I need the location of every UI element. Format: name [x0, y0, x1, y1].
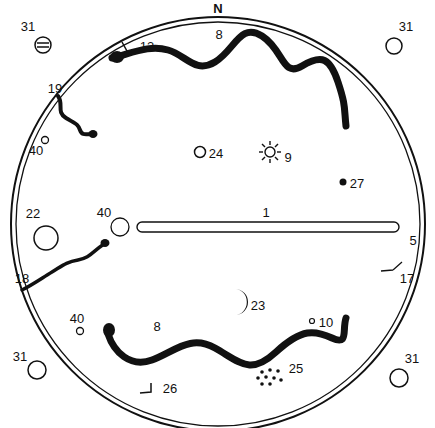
- stone: [35, 37, 51, 53]
- serpent-head: [89, 130, 98, 138]
- stone: [390, 369, 408, 387]
- post-hole: [111, 218, 129, 236]
- serpent: [58, 96, 92, 134]
- inner-ring: [16, 22, 420, 426]
- callout-number: 23: [250, 298, 266, 313]
- cup-mark: [340, 179, 347, 186]
- north-mark: N: [212, 1, 223, 16]
- callout-number: 8: [152, 319, 161, 334]
- callout-number: 27: [349, 176, 365, 191]
- callout-number: 5: [408, 233, 417, 248]
- serpent: [22, 244, 104, 290]
- callout-number: 10: [318, 315, 334, 330]
- outer-ring: [11, 17, 425, 428]
- callout-number: 19: [47, 81, 63, 96]
- callout-number: 40: [96, 205, 112, 220]
- stone: [386, 38, 402, 54]
- callout-number: 18: [14, 271, 30, 286]
- callout-number: 31: [398, 19, 414, 34]
- serpent-head: [103, 323, 115, 337]
- serpent: [108, 318, 346, 365]
- long-stone: [137, 222, 399, 232]
- cup-marks: [256, 368, 283, 386]
- pit: [310, 319, 315, 324]
- callout-number: 9: [283, 150, 292, 165]
- callout-number: 8: [214, 27, 223, 42]
- callout-number: 17: [399, 271, 415, 286]
- sun-symbol: [259, 141, 281, 163]
- callout-number: 31: [20, 19, 36, 34]
- callout-number: 13: [139, 39, 155, 54]
- post-hole: [42, 137, 49, 144]
- serpent-head: [101, 239, 110, 247]
- crescent-symbol: [235, 289, 248, 315]
- callout-number: 40: [28, 143, 44, 158]
- callout-number: 22: [25, 206, 41, 221]
- stone: [28, 361, 46, 379]
- callout-number: 31: [404, 351, 420, 366]
- hook-symbol: [381, 262, 402, 271]
- callout-number: 1: [261, 205, 270, 220]
- callout-number: 26: [162, 381, 178, 396]
- callout-number: 25: [288, 361, 304, 376]
- serpent-head: [110, 51, 124, 63]
- hook-symbol: [140, 383, 151, 393]
- pit: [195, 147, 206, 158]
- stone: [34, 226, 58, 250]
- callout-number: 40: [69, 311, 85, 326]
- post-hole: [77, 328, 84, 335]
- serpent: [112, 32, 346, 126]
- callout-number: 31: [12, 349, 28, 364]
- callout-number: 24: [208, 146, 224, 161]
